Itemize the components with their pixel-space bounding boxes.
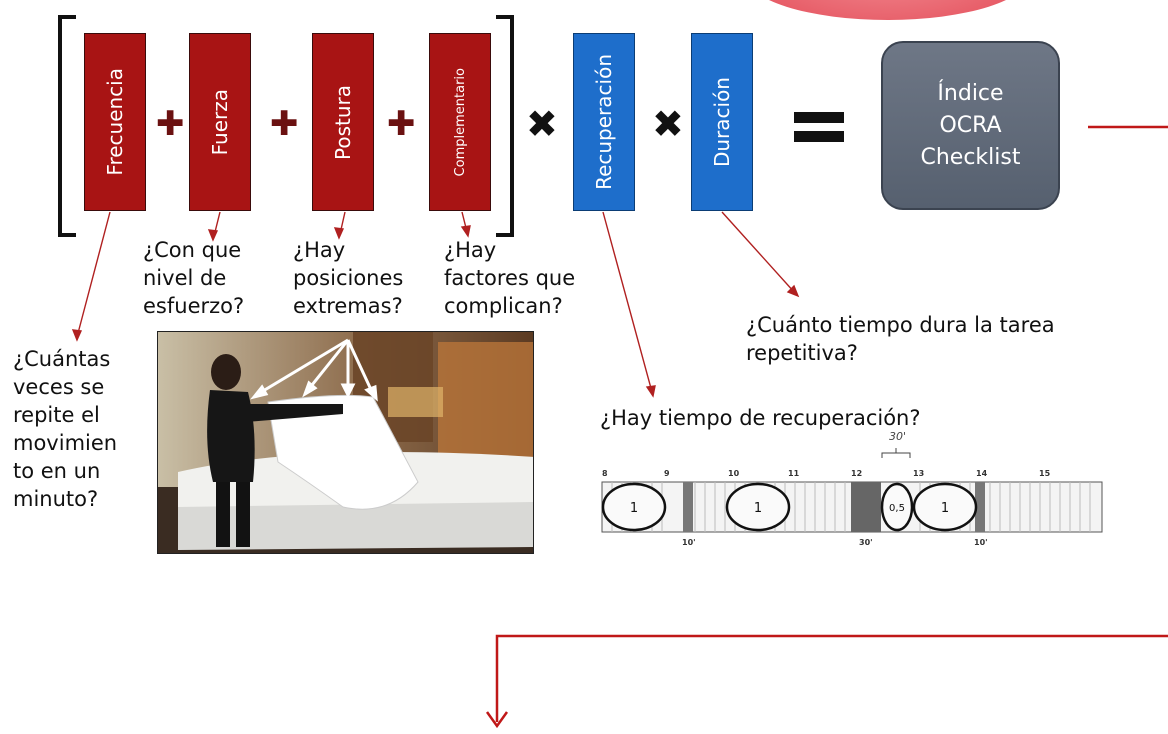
factor-postura-label: Postura [331, 84, 355, 160]
result-line-2: OCRA [939, 112, 1002, 138]
pause-label: 30' [859, 538, 873, 547]
pause-block [975, 482, 985, 532]
factor-duracion: Duración [691, 33, 753, 211]
cycle-label: 1 [630, 501, 638, 516]
down-arrow-icon [485, 711, 509, 729]
question-line: to en un [13, 459, 101, 483]
plus-icon: ✚ [156, 104, 185, 144]
question-line: esfuerzo? [143, 294, 245, 318]
factor-fuerza-label: Fuerza [208, 88, 232, 156]
question-line: movimien [13, 431, 118, 455]
cycle-ellipse [912, 482, 978, 532]
cycle-ellipse [601, 482, 667, 532]
factor-recuperacion: Recuperación [573, 33, 635, 211]
recovery-timeline: 30' 8 9 10 11 12 13 14 15 1 1 0,5 1 10' … [601, 430, 1103, 547]
question-line: nivel de [143, 266, 227, 290]
hour-label: 9 [664, 469, 670, 478]
cycle-label: 1 [754, 501, 762, 516]
question-postura: ¿Hay posiciones extremas? [293, 236, 403, 320]
factor-fuerza: Fuerza [189, 33, 251, 211]
cycle-label: 1 [941, 501, 949, 516]
plus-icon: ✚ [387, 104, 416, 144]
result-line-3: Checklist [920, 144, 1021, 170]
hour-label: 15 [1039, 469, 1051, 478]
factor-recuperacion-label: Recuperación [592, 54, 616, 190]
pause-block [851, 482, 881, 532]
question-frecuencia: ¿Cuántas veces se repite el movimien to … [13, 345, 117, 513]
factor-complementario: Complementario [429, 33, 491, 211]
question-line: posiciones [293, 266, 404, 290]
hour-label: 10 [728, 469, 740, 478]
question-fuerza: ¿Con que nivel de esfuerzo? [143, 236, 244, 320]
equals-icon-bottom [794, 131, 844, 142]
multiply-icon: ✖ [652, 102, 684, 146]
factor-frecuencia-label: Frecuencia [103, 68, 127, 176]
question-line: extremas? [293, 294, 403, 318]
question-recuperacion: ¿Hay tiempo de recuperación? [600, 406, 921, 430]
question-line: factores que [444, 266, 576, 290]
hour-label: 14 [976, 469, 988, 478]
question-line: repetitiva? [746, 341, 858, 365]
right-bracket [496, 15, 514, 237]
factor-duracion-label: Duración [710, 76, 734, 168]
pause-block [683, 482, 693, 532]
question-line: ¿Cuánto tiempo dura la tarea [746, 313, 1055, 337]
question-line: ¿Hay [444, 238, 497, 262]
question-line: ¿Hay [293, 238, 346, 262]
question-arrows [71, 211, 800, 398]
factor-postura: Postura [312, 33, 374, 211]
pause-label: 10' [974, 538, 988, 547]
question-line: repite el [13, 403, 100, 427]
housekeeping-photo [157, 331, 534, 554]
multiply-icon: ✖ [526, 102, 558, 146]
question-line: veces se [13, 375, 105, 399]
cycle-label: 0,5 [889, 503, 905, 514]
hour-label: 12 [851, 469, 862, 478]
cycle-ellipse [725, 482, 791, 532]
question-line: ¿Con que [143, 238, 242, 262]
question-duracion: ¿Cuánto tiempo dura la tarea repetitiva? [746, 311, 1055, 367]
question-complementario: ¿Hay factores que complican? [444, 236, 575, 320]
result-box: Índice OCRA Checklist [881, 41, 1060, 210]
factor-frecuencia: Frecuencia [84, 33, 146, 211]
bottom-connector [495, 634, 1168, 722]
hour-label: 13 [913, 469, 924, 478]
plus-icon: ✚ [270, 104, 299, 144]
hour-label: 11 [788, 469, 800, 478]
equals-icon-top [794, 112, 844, 123]
pause-top-label: 30' [889, 430, 906, 443]
cycle-ellipse [880, 482, 914, 532]
question-line: complican? [444, 294, 563, 318]
question-line: minuto? [13, 487, 99, 511]
question-line: ¿Cuántas [13, 347, 111, 371]
result-line-1: Índice [937, 80, 1004, 106]
factor-complementario-label: Complementario [452, 67, 468, 177]
left-bracket [58, 15, 76, 237]
pause-label: 10' [682, 538, 696, 547]
hour-label: 8 [602, 469, 608, 478]
